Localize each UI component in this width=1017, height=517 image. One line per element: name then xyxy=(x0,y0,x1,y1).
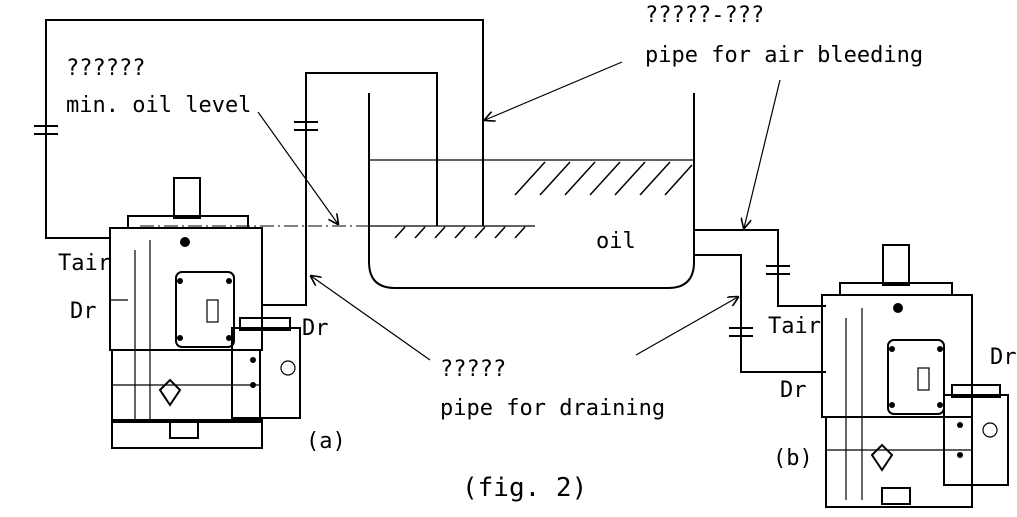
oil-tank xyxy=(368,93,695,289)
air-bleed-label-jp: ?????-??? xyxy=(645,3,764,28)
dr-label-b-right: Dr xyxy=(990,345,1017,370)
air-bleed-leader-a xyxy=(485,61,623,120)
tair-label-b: Tair xyxy=(768,314,821,339)
drain-leader-b xyxy=(635,297,738,356)
dr-label-a-left: Dr xyxy=(70,299,97,324)
oil-label: oil xyxy=(596,229,636,254)
dr-label-b-left: Dr xyxy=(780,378,807,403)
pump-b xyxy=(821,244,1009,508)
min-level-leader xyxy=(257,111,338,224)
tair-label-a: Tair xyxy=(58,251,111,276)
pump-a xyxy=(109,177,301,449)
leader-arrows xyxy=(257,61,781,361)
drain-label-en: pipe for draining xyxy=(440,396,665,421)
air-bleed-pipe-a xyxy=(34,19,484,239)
min-level-hatching xyxy=(394,226,526,239)
air-bleed-leader-b xyxy=(744,79,781,228)
drain-leader-a xyxy=(311,276,431,361)
pump-a-label: (a) xyxy=(306,429,346,454)
pump-b-label: (b) xyxy=(773,446,813,471)
min-level-label-jp: ?????? xyxy=(66,56,145,81)
air-bleed-pipe-b xyxy=(694,229,826,307)
air-bleed-label-en: pipe for air bleeding xyxy=(645,43,923,68)
drain-pipe-a xyxy=(262,72,438,306)
figure-caption: (fig. 2) xyxy=(462,473,587,503)
min-level-label-en: min. oil level xyxy=(66,93,251,118)
drain-pipe-b xyxy=(694,254,826,373)
drain-label-jp: ????? xyxy=(440,357,506,382)
oil-hatching xyxy=(514,161,693,196)
dr-label-a-right: Dr xyxy=(302,316,329,341)
